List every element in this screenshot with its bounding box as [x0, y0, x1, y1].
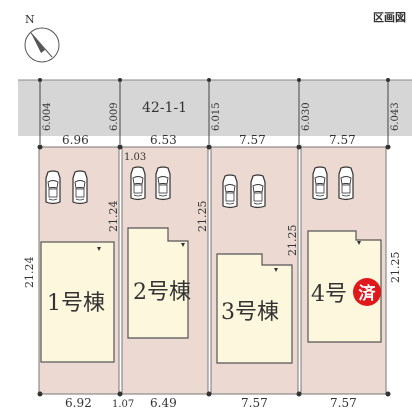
top-width-4: 7.57	[329, 133, 356, 147]
building-2	[127, 227, 189, 339]
north-arrow-icon	[31, 33, 45, 53]
road-width-1: 6.004	[42, 102, 53, 131]
bottom-width-gap: 1.07	[112, 399, 134, 408]
road-width-4: 6.030	[301, 102, 312, 131]
top-width-2: 6.53	[150, 133, 177, 147]
map-title: 区画図	[373, 11, 406, 24]
car-icon	[45, 170, 61, 205]
road-width-3: 6.015	[211, 102, 222, 131]
lot-1-label: 1号棟	[47, 291, 105, 316]
car-icon	[312, 166, 328, 201]
building-3	[216, 253, 293, 364]
car-icon	[250, 174, 266, 209]
road-width-lines	[39, 80, 389, 144]
small-top-width: 1.03	[124, 152, 146, 163]
depth-lot-1: 21.24	[107, 201, 120, 233]
top-width-1: 6.96	[62, 133, 89, 147]
top-width-3: 7.57	[239, 133, 266, 147]
bottom-width-4: 7.57	[330, 396, 357, 408]
depth-lot-2: 21.25	[196, 201, 209, 233]
building-4	[307, 230, 382, 343]
depth-right: 21.25	[389, 252, 402, 284]
lot-3-label: 3号棟	[221, 300, 279, 325]
lot-4-label: 4号	[311, 282, 347, 307]
road-width-2: 6.009	[109, 102, 120, 131]
corner-markers	[37, 78, 391, 397]
depth-left: 21.24	[23, 257, 36, 289]
bottom-width-1: 6.92	[65, 396, 92, 408]
car-icon	[222, 174, 238, 209]
sold-badge-label: 済	[359, 283, 377, 304]
building-1	[40, 241, 115, 363]
lot-2-label: 2号棟	[133, 280, 191, 305]
bottom-width-3: 7.57	[241, 396, 268, 408]
car-icon	[338, 166, 354, 201]
car-icon	[72, 170, 88, 205]
compass: N	[24, 13, 60, 63]
depth-lot-3: 21.25	[286, 225, 299, 257]
road-label: 42-1-1	[142, 100, 187, 116]
car-icon	[155, 166, 171, 201]
sold-badge: 済	[353, 278, 381, 306]
car-icon	[130, 166, 146, 201]
bottom-width-2: 6.49	[150, 396, 177, 408]
entrance-marks	[97, 241, 361, 272]
north-label: N	[25, 13, 35, 26]
road	[18, 80, 412, 136]
road-width-5: 6.043	[390, 102, 401, 131]
